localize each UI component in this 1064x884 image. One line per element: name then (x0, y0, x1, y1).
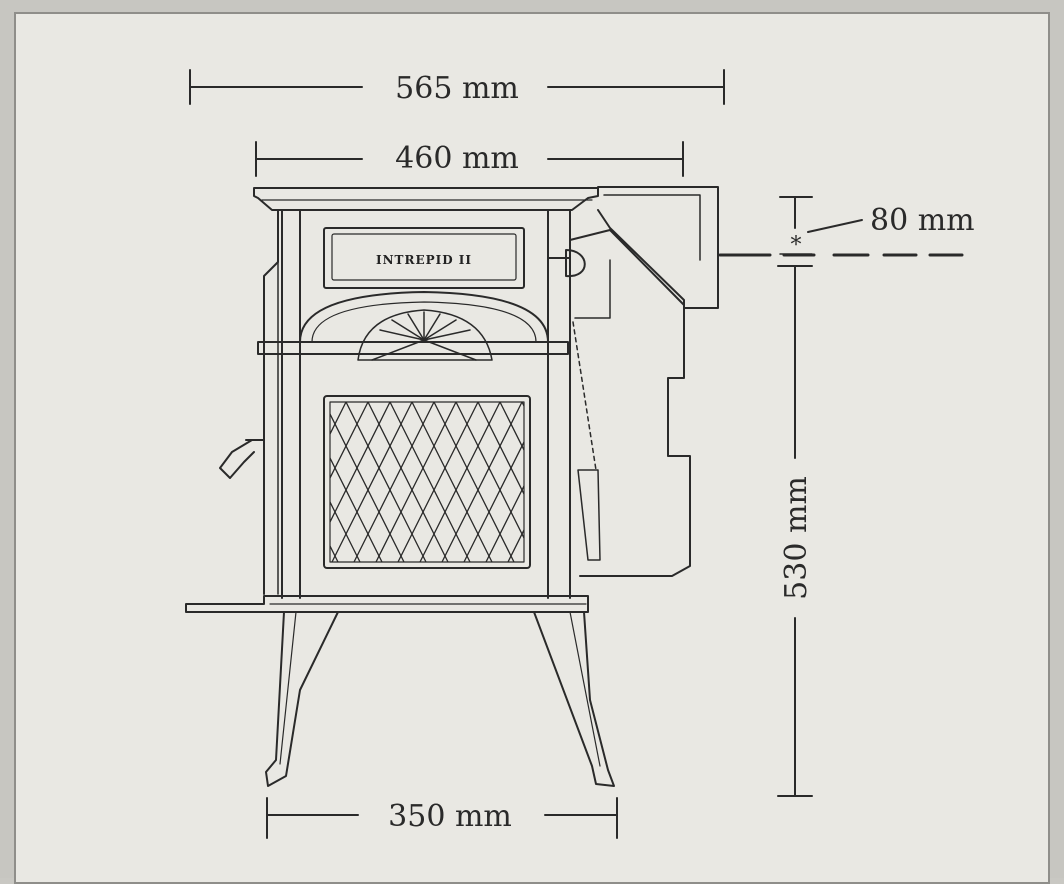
lattice-line (455, 402, 524, 540)
lattice-line (485, 484, 524, 562)
lattice-line (200, 402, 280, 562)
label-leg-spread: 350 mm (388, 799, 512, 834)
front-pillar-left (281, 209, 301, 599)
dimension-body-width (255, 141, 684, 177)
lattice-line (654, 402, 734, 562)
lattice-line (330, 402, 369, 480)
lattice-line (477, 402, 524, 496)
lattice-line (330, 402, 391, 524)
label-body-width: 460 mm (395, 141, 519, 176)
door-arch (299, 291, 549, 343)
lattice-line (632, 402, 712, 562)
left-side (263, 209, 279, 595)
lattice-glass (90, 402, 756, 562)
lattice-line (596, 402, 676, 562)
lattice-line (521, 402, 524, 408)
flue-marker: * (791, 233, 802, 258)
lattice-line (499, 402, 524, 452)
lattice-line (375, 402, 457, 562)
lattice-line (441, 402, 523, 562)
lattice-line (134, 402, 214, 562)
label-height: 530 mm (779, 476, 814, 600)
lattice-line (610, 402, 690, 562)
lattice-line (389, 402, 471, 562)
lattice-line (676, 402, 756, 562)
lattice-line (244, 402, 324, 562)
left-handle-icon (219, 439, 255, 479)
lattice-line (112, 402, 192, 562)
label-outer-width: 565 mm (395, 71, 519, 106)
lattice-line (156, 402, 236, 562)
top-plate (253, 187, 599, 211)
door-trim (257, 341, 569, 355)
lattice-line (331, 402, 413, 562)
dimension-outer-width (189, 69, 725, 105)
lattice-line (345, 402, 427, 562)
lattice-line (330, 456, 383, 562)
lattice-line (192, 402, 272, 562)
lattice-line (433, 402, 515, 562)
lattice-line (566, 402, 646, 562)
lattice-line (463, 440, 524, 562)
lattice-line (419, 402, 501, 562)
lattice-line (411, 402, 493, 562)
lattice-line (178, 402, 258, 562)
firebox-window (323, 395, 531, 569)
lattice-line (397, 402, 479, 562)
label-flue-offset: 80 mm (870, 203, 975, 238)
lattice-line (222, 402, 302, 562)
lattice-line (330, 544, 339, 562)
lattice-line (552, 402, 632, 562)
lattice-line (170, 402, 250, 562)
lattice-line (236, 402, 316, 562)
stove-drawing (90, 186, 756, 787)
front-leg-left (265, 611, 339, 787)
lattice-line (330, 500, 361, 562)
lattice-line (544, 402, 624, 562)
dimension-height (777, 265, 813, 797)
dimension-leg-spread (266, 797, 618, 839)
hearth-base (185, 595, 589, 613)
shell-ornament-icon (357, 309, 493, 361)
lattice-line (330, 412, 405, 562)
name-plate-text: INTREPID II (376, 253, 472, 267)
lattice-line (330, 402, 347, 436)
lattice-line (90, 402, 170, 562)
lattice-line (507, 528, 524, 562)
front-pillar-right (547, 209, 571, 599)
front-leg-right (533, 611, 615, 787)
diagram-frame (14, 12, 1050, 884)
side-handle-icon (548, 249, 586, 278)
lattice-line (353, 402, 435, 562)
lattice-line (367, 402, 449, 562)
name-plate (323, 227, 525, 289)
rear-body (569, 229, 691, 577)
